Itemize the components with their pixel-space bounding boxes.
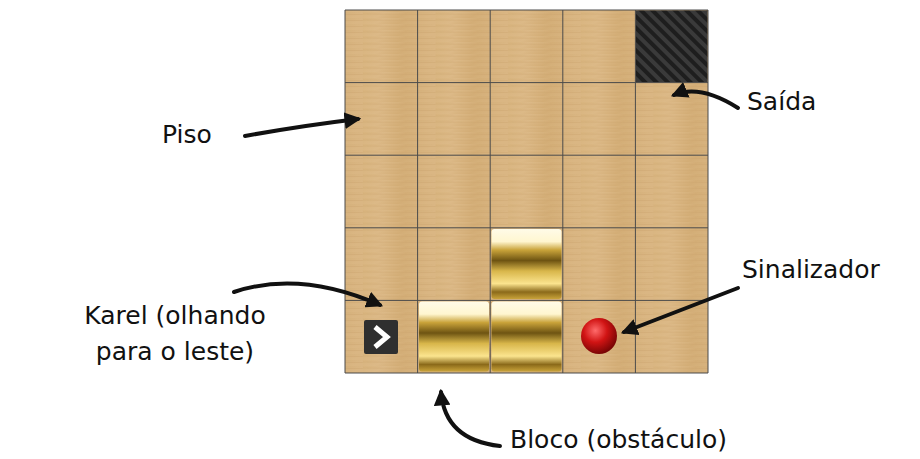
leader-arrow	[441, 392, 500, 446]
callout-label: Karel (olhando para o leste)	[60, 298, 290, 370]
callout-label: Bloco (obstáculo)	[510, 422, 727, 458]
callout-label: Saída	[747, 84, 816, 120]
block	[492, 302, 562, 372]
block	[419, 302, 489, 372]
karel-direction	[375, 327, 387, 347]
leader-arrows	[234, 92, 738, 446]
karel-robot	[364, 320, 398, 354]
leader-arrow	[624, 288, 738, 332]
callout-label: Piso	[162, 117, 212, 153]
callout-label: Sinalizador	[742, 252, 880, 288]
exit-cell	[636, 11, 708, 83]
block	[492, 229, 562, 299]
leader-arrow	[245, 119, 358, 136]
beeper	[581, 318, 617, 354]
leader-arrow	[674, 92, 738, 108]
